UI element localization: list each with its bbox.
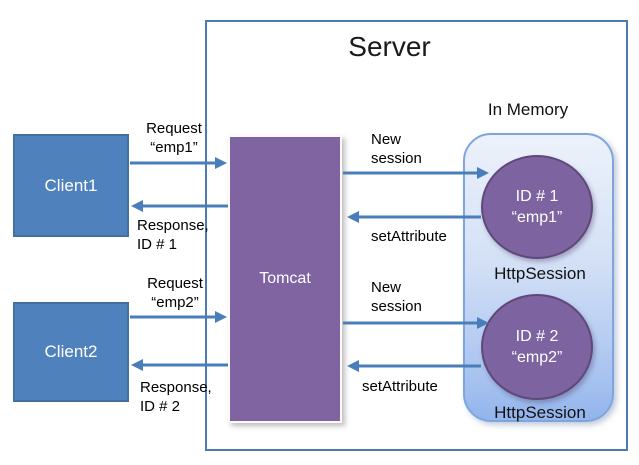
client1-box: Client1 xyxy=(13,134,129,237)
client2-label: Client2 xyxy=(44,342,98,361)
response1-label: Response, ID # 1 xyxy=(137,217,209,253)
session2-circle: ID # 2 “emp2” xyxy=(481,294,593,400)
response2-label: Response, ID # 2 xyxy=(140,379,212,415)
set-attribute1-label: setAttribute xyxy=(371,228,447,245)
session1-id: ID # 1 xyxy=(515,188,559,205)
new-session1-label: New session xyxy=(371,131,422,167)
tomcat-box: Tomcat xyxy=(228,135,342,423)
request1-label: Request “emp1” xyxy=(146,120,202,156)
new-session2-label: New session xyxy=(371,279,422,315)
in-memory-label: In Memory xyxy=(487,100,569,119)
session2-value: “emp2” xyxy=(511,349,563,366)
request2-label: Request “emp2” xyxy=(147,275,203,311)
set-attribute2-label: setAttribute xyxy=(362,378,438,395)
client2-box: Client2 xyxy=(13,302,129,402)
session2-caption: HttpSession xyxy=(494,403,586,422)
server-title: Server xyxy=(348,31,431,62)
session1-circle: ID # 1 “emp1” xyxy=(481,155,593,259)
session1-caption: HttpSession xyxy=(494,264,586,283)
client1-label: Client1 xyxy=(44,175,98,195)
tomcat-label: Tomcat xyxy=(259,270,311,287)
server-box xyxy=(205,20,628,451)
session2-id: ID # 2 xyxy=(515,328,559,345)
session1-value: “emp1” xyxy=(511,209,563,226)
